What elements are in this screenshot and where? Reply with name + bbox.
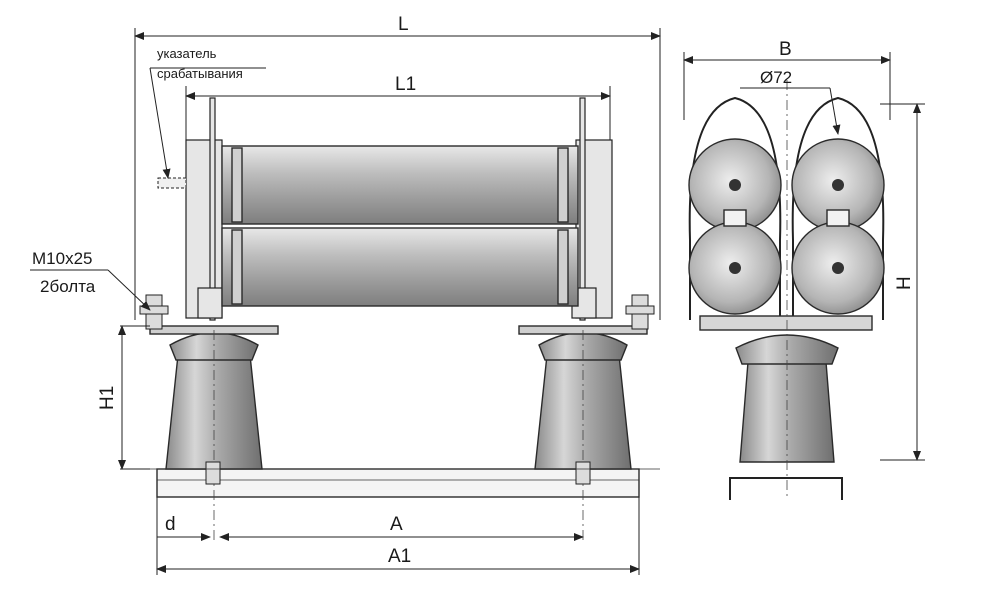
indicator-label-line1: указатель (157, 46, 217, 61)
fuse-tube-upper (221, 145, 579, 225)
dimension-labels: L L1 B Ø72 H H1 d A A1 указатель срабаты… (32, 14, 915, 567)
dim-A1-label: A1 (388, 546, 411, 567)
dim-H-label: H (894, 276, 915, 290)
dimensions (30, 28, 925, 575)
left-insulator (149, 325, 279, 540)
dim-diameter-label: Ø72 (760, 68, 792, 87)
indicator-label-line2: срабатывания (157, 66, 243, 81)
side-plate (699, 315, 873, 331)
base-plate (156, 468, 640, 498)
trip-indicator (157, 177, 187, 189)
side-view (688, 80, 885, 500)
bolts (139, 294, 655, 485)
dim-d-label: d (165, 514, 176, 535)
contact-brackets (185, 97, 613, 321)
bolt-label-line1: M10x25 (32, 249, 92, 268)
dim-L1-label: L1 (395, 74, 416, 95)
dim-H1-label: H1 (97, 386, 118, 410)
dim-B-label: B (779, 39, 792, 60)
side-foot (729, 477, 843, 500)
front-view (135, 97, 660, 540)
fuse-tube-lower (221, 227, 579, 307)
dim-A-label: A (390, 514, 403, 535)
dim-L-label: L (398, 14, 409, 35)
fuse-discs (688, 138, 885, 315)
right-insulator (518, 325, 648, 540)
bolt-label-line2: 2болта (40, 277, 96, 296)
